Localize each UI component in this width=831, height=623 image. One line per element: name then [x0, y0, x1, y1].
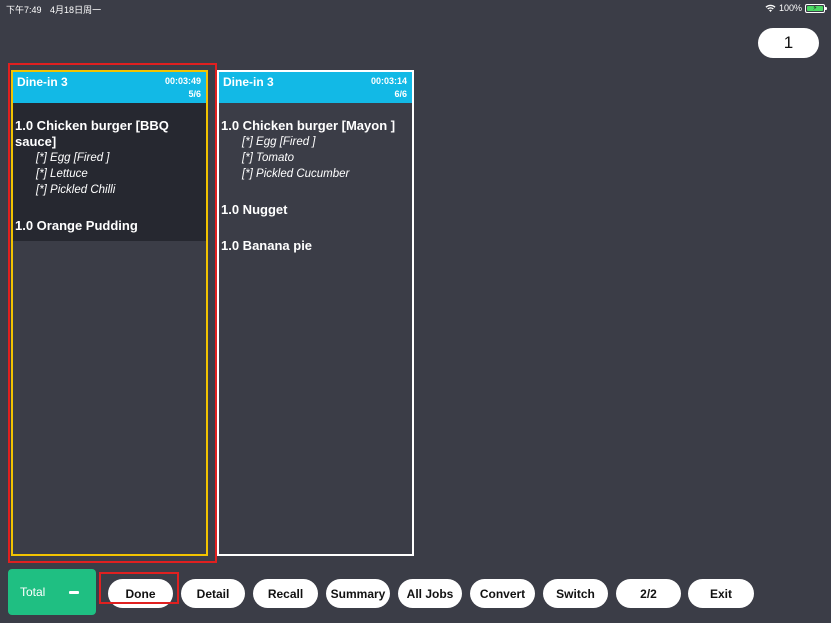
order-title: Dine-in 3 — [17, 75, 68, 89]
order-item-count: 5/6 — [188, 89, 201, 99]
status-bar-right: 100% ⚡ — [765, 3, 827, 13]
order-card-header[interactable]: Dine-in 3 00:03:49 5/6 — [13, 72, 206, 103]
item-name: 1.0 Banana pie — [221, 238, 313, 253]
charging-bolt-icon: ⚡ — [807, 5, 823, 12]
item-modifier: [*] Pickled Cucumber — [242, 168, 350, 180]
item-modifier: [*] Egg [Fired ] — [36, 152, 110, 164]
order-item-count: 6/6 — [394, 89, 407, 99]
item-modifier: [*] Pickled Chilli — [36, 184, 116, 196]
order-title: Dine-in 3 — [223, 75, 274, 89]
order-timer: 00:03:14 — [370, 76, 407, 86]
item-name: 1.0 Chicken burger [Mayon ] — [221, 118, 396, 133]
item-modifier: [*] Egg [Fired ] — [242, 136, 316, 148]
order-item[interactable]: 1.0 Orange Pudding — [15, 218, 206, 234]
all-jobs-button[interactable]: All Jobs — [398, 579, 462, 608]
status-bar-left: 下午7:49 4月18日周一 — [6, 3, 107, 16]
item-name: 1.0 Chicken burger [BBQ sauce] — [15, 118, 169, 149]
item-name: 1.0 Orange Pudding — [15, 218, 138, 233]
status-time: 下午7:49 — [6, 5, 42, 15]
page-switch-button[interactable]: 2/2 — [616, 579, 681, 608]
order-item[interactable]: 1.0 Chicken burger [Mayon ] [*] Egg [Fir… — [221, 118, 412, 182]
status-date: 4月18日周一 — [50, 5, 102, 15]
order-items: 1.0 Chicken burger [BBQ sauce] [*] Egg [… — [13, 103, 206, 241]
battery-percent: 100% — [778, 3, 802, 13]
order-card-header[interactable]: Dine-in 3 00:03:14 6/6 — [219, 72, 412, 103]
order-card-2[interactable]: Dine-in 3 00:03:14 6/6 1.0 Chicken burge… — [217, 70, 414, 556]
total-button[interactable]: Total — [8, 569, 96, 615]
minus-icon — [69, 591, 79, 594]
summary-button[interactable]: Summary — [326, 579, 390, 608]
total-label: Total — [20, 585, 46, 599]
order-items: 1.0 Chicken burger [Mayon ] [*] Egg [Fir… — [219, 103, 412, 282]
item-modifier: [*] Tomato — [242, 152, 294, 164]
battery-icon: ⚡ — [805, 3, 827, 13]
done-button[interactable]: Done — [108, 579, 173, 608]
item-name: 1.0 Nugget — [221, 202, 288, 217]
order-card-1[interactable]: Dine-in 3 00:03:49 5/6 1.0 Chicken burge… — [11, 70, 208, 556]
order-timer: 00:03:49 — [164, 76, 201, 86]
exit-button[interactable]: Exit — [688, 579, 754, 608]
recall-button[interactable]: Recall — [253, 579, 318, 608]
page-indicator[interactable]: 1 — [758, 28, 819, 58]
order-item[interactable]: 1.0 Chicken burger [BBQ sauce] [*] Egg [… — [15, 118, 206, 198]
convert-button[interactable]: Convert — [470, 579, 535, 608]
order-item[interactable]: 1.0 Nugget — [221, 202, 412, 218]
detail-button[interactable]: Detail — [181, 579, 245, 608]
item-modifier: [*] Lettuce — [36, 168, 88, 180]
order-item[interactable]: 1.0 Banana pie — [221, 238, 412, 254]
wifi-icon — [765, 4, 776, 12]
switch-button[interactable]: Switch — [543, 579, 608, 608]
